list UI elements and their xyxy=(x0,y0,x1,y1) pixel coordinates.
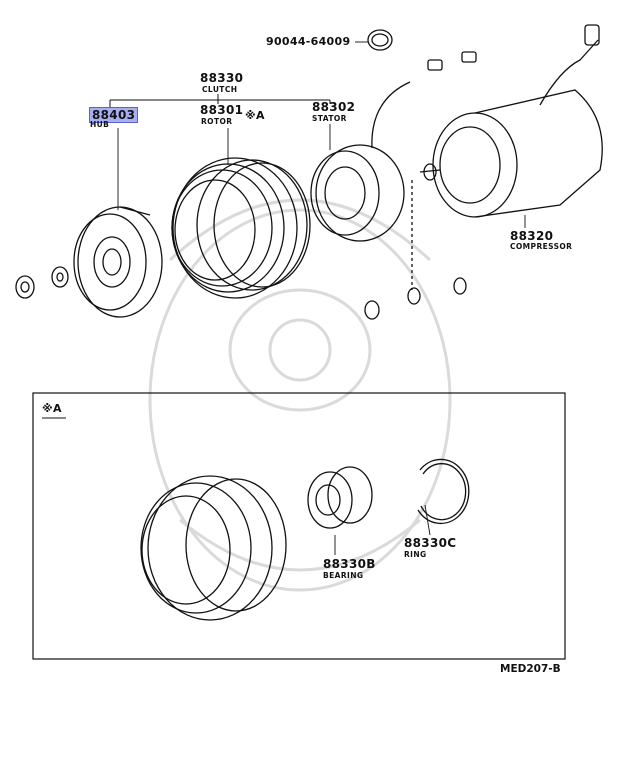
stator-part xyxy=(310,81,411,242)
rotor-part-name: ROTOR xyxy=(201,117,233,126)
small-washers xyxy=(364,277,467,320)
ring-part-number: 88330C xyxy=(404,536,457,550)
hub-part xyxy=(73,206,163,318)
compressor-part-name: COMPRESSOR xyxy=(510,242,573,251)
compressor-part-number: 88320 xyxy=(510,229,554,243)
hub-part-number: 88403 xyxy=(89,107,139,123)
detail-box-label: ※A xyxy=(42,402,62,415)
washer-part xyxy=(51,266,69,288)
clutch-part-number: 88330 xyxy=(200,71,244,85)
detail-box xyxy=(32,392,566,660)
bearing-part-name: BEARING xyxy=(323,571,364,580)
bearing-part xyxy=(307,466,373,529)
rotor-part-number: 88301 xyxy=(200,103,244,117)
clutch-bracket xyxy=(109,94,331,108)
watermark-logo xyxy=(148,198,452,592)
rotor-part xyxy=(171,157,311,299)
hub-part-name: HUB xyxy=(90,120,110,129)
detail-rotor-part xyxy=(140,475,287,621)
ring-part xyxy=(417,458,470,525)
stator-part-name: STATOR xyxy=(312,114,347,123)
compressor-part xyxy=(419,24,603,218)
bearing-part-number: 88330B xyxy=(323,557,376,571)
ring-part-name: RING xyxy=(404,550,427,559)
diagram-code: MED207-B xyxy=(500,663,561,675)
stator-part-number: 88302 xyxy=(312,100,356,114)
clamp-part xyxy=(367,29,393,51)
clamp-part-number: 90044-64009 xyxy=(266,35,351,48)
nut-part xyxy=(15,275,35,299)
clutch-part-name: CLUTCH xyxy=(202,85,238,94)
rotor-detail-mark: ※A xyxy=(245,109,265,122)
